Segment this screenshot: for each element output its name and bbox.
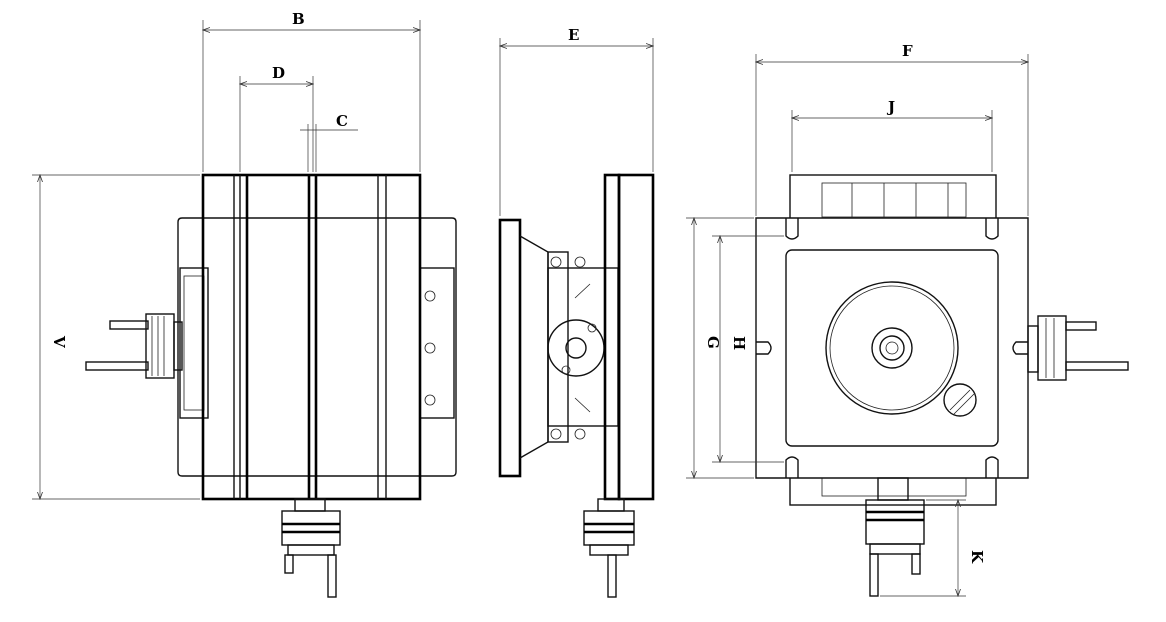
right-handwheel [1027,315,1129,381]
label-C: C [336,112,348,130]
middle-view [498,173,655,598]
label-E: E [568,26,579,44]
bottom-handwheel-middle [583,498,635,598]
label-V: V [50,335,68,348]
label-F: F [902,42,913,60]
dimension-lines [32,20,1028,596]
label-B: B [292,10,305,28]
label-D: D [272,64,285,82]
label-K: K [968,550,986,564]
label-H: H [730,336,748,350]
bottom-handwheel-right [865,477,925,597]
right-view [755,174,1129,597]
bottom-handwheel-left [281,498,341,598]
left-view [85,173,457,598]
dimension-labels: B D C E F J V G H K [50,10,986,564]
left-handwheel [85,313,183,379]
label-G: G [704,336,722,349]
label-J: J [886,98,895,116]
